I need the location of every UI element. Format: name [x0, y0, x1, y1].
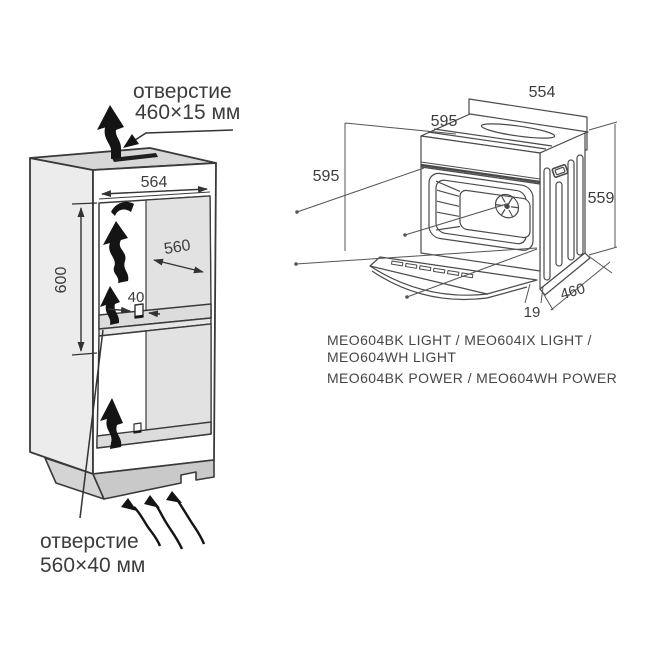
- dim-oven-front-height: 595: [313, 168, 340, 185]
- dim-cabinet-inner-depth: 560: [163, 237, 192, 258]
- dim-cabinet-inner-width: 564: [141, 174, 168, 191]
- top-vent-leader: [131, 129, 234, 143]
- model-power-line: MEO604BK POWER / MEO604WH POWER: [327, 370, 617, 386]
- airflow-arrow-lower: [100, 398, 123, 449]
- top-vent-label-line1: отверстие: [133, 80, 232, 103]
- side-vent-grille: [551, 163, 569, 179]
- door-front-lip: [369, 265, 489, 296]
- side-vent-slot: [555, 181, 563, 267]
- dim-oven-body-depth: 460: [558, 280, 587, 303]
- side-vent-slot: [543, 167, 551, 281]
- dim-oven-rear-width: 554: [529, 84, 556, 101]
- model-light-line2: MEO604WH LIGHT: [327, 349, 456, 365]
- bottom-vent-label-line2: 560×40 мм: [40, 554, 145, 577]
- intake-arrowhead: [121, 498, 137, 511]
- dim-oven-door-gap: 19: [524, 304, 541, 321]
- airflow-arrow-top: [97, 105, 124, 159]
- intake-arrowhead: [166, 491, 182, 503]
- airflow-arrow-middle: [100, 286, 120, 325]
- top-vent-label-line2: 460×15 мм: [135, 101, 240, 124]
- cabinet-side-panel: [29, 157, 94, 475]
- intake-arrows: [133, 500, 206, 550]
- dim-oven-front-width: 595: [431, 113, 458, 130]
- top-vent-leader-arrowhead: [123, 134, 139, 148]
- dim-oven-body-height: 559: [588, 190, 615, 207]
- dim-rear-gap: 40: [128, 289, 145, 306]
- cabinet-top-vent-slot: [112, 153, 158, 162]
- model-names: MEO604BK LIGHT / MEO604IX LIGHT / MEO604…: [327, 332, 617, 386]
- intake-arrowhead: [144, 495, 160, 508]
- oven-dimensions: [294, 121, 618, 311]
- bottom-vent-label-line1: отверстие: [40, 530, 139, 553]
- airflow-arrow-upper-frag: [111, 201, 134, 216]
- door-front-lip-inner: [371, 270, 488, 301]
- dim-cabinet-inner-height: 600: [53, 267, 70, 294]
- plinth-front-face: [92, 459, 215, 500]
- upper-compartment-right-wall: [145, 195, 212, 324]
- side-vent-slot: [567, 159, 575, 261]
- door-vent-slots: [390, 260, 474, 279]
- airflow-arrow-upper: [103, 221, 129, 283]
- cavity-back-wall: [459, 189, 531, 239]
- lower-floor: [96, 421, 212, 449]
- cabinet-drawing: 564 600 560 40 отверстие 460×15 мм отвер…: [29, 80, 240, 577]
- side-vent-slot: [576, 154, 584, 256]
- oven-top-emboss: [480, 123, 556, 139]
- model-light-line1: MEO604BK LIGHT / MEO604IX LIGHT /: [327, 332, 592, 348]
